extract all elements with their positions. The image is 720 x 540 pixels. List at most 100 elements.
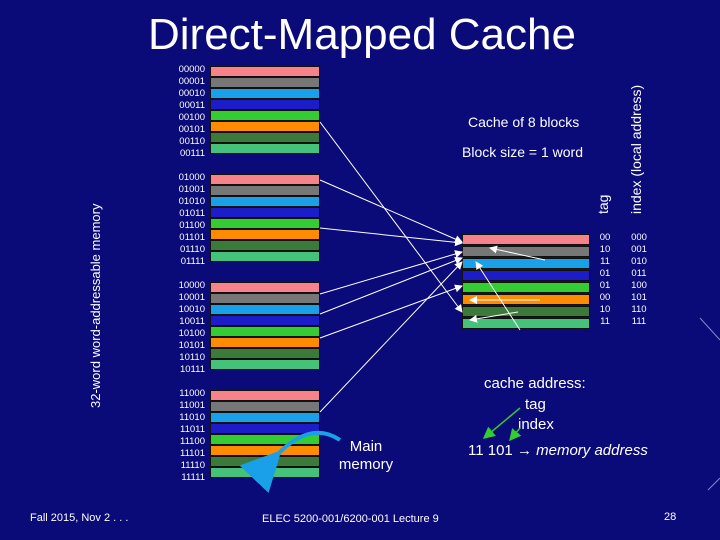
cache-tag: 11 (600, 316, 610, 327)
memory-address: 11001 (179, 400, 205, 411)
cache-index: 001 (631, 244, 647, 255)
memory-address: 10111 (179, 364, 205, 375)
mapping-arrow (319, 121, 463, 313)
memory-address: 11110 (180, 460, 205, 471)
memory-block (210, 434, 320, 445)
memory-address: 01100 (179, 220, 205, 231)
mapping-arrow (475, 261, 521, 331)
memory-block (210, 110, 320, 121)
mapping-arrow (489, 245, 546, 261)
memory-address: 00110 (179, 136, 205, 147)
memory-group-2-blocks (210, 282, 320, 370)
memory-block (210, 196, 320, 207)
mapping-arrow (319, 284, 463, 339)
memory-block (210, 423, 320, 434)
memory-block (210, 293, 320, 304)
cache-name: Cache of 8 blocks (468, 114, 580, 130)
index-pointer (509, 427, 522, 442)
memory-block (210, 77, 320, 88)
memory-group-0-addresses: 00000 00001 00010 00011 00100 00101 0011… (145, 64, 205, 160)
memory-block (210, 412, 320, 423)
memory-block (210, 240, 320, 251)
memory-address: 11011 (179, 424, 205, 435)
tag-pointer (482, 407, 521, 439)
memory-block (210, 315, 320, 326)
cache-index: 011 (631, 268, 647, 279)
cache-index: 111 (631, 316, 647, 327)
memory-group-2-addresses: 10000 10001 10010 10011 10100 10101 1011… (145, 280, 205, 376)
cache-tag-column: 00 10 11 01 01 00 10 11 (590, 232, 620, 328)
memory-block (210, 251, 320, 262)
memory-block (210, 337, 320, 348)
edge-decoration (699, 317, 720, 341)
memory-block (210, 99, 320, 110)
memory-address: 10000 (178, 280, 205, 291)
cache-address-index-label: index (518, 416, 554, 433)
memory-address: 01101 (179, 232, 205, 243)
memory-address: 10110 (179, 352, 205, 363)
cache-tag: 00 (599, 292, 611, 303)
cache-tag: 01 (599, 268, 611, 279)
mapping-arrow (469, 311, 519, 323)
cache-tag: 10 (599, 304, 611, 315)
memory-block (210, 88, 320, 99)
cache-index-column: 000 001 010 011 100 101 110 111 (624, 232, 654, 328)
memory-group-0-blocks (210, 66, 320, 154)
memory-block (210, 174, 320, 185)
mapping-arrow (319, 261, 463, 413)
memory-address: 00011 (179, 100, 205, 111)
memory-address: 01010 (178, 196, 205, 207)
memory-address: 00000 (178, 64, 205, 75)
memory-address: 01011 (179, 208, 205, 219)
memory-block (210, 304, 320, 315)
example-arrow: → (516, 442, 532, 459)
memory-address: 10100 (178, 328, 205, 339)
memory-block (210, 218, 320, 229)
memory-block (210, 282, 320, 293)
cache-index: 110 (631, 304, 647, 315)
cache-block (462, 270, 590, 281)
cache-tag: 00 (599, 232, 611, 243)
memory-address: 10001 (178, 292, 205, 303)
memory-block (210, 185, 320, 196)
memory-address: 00001 (178, 76, 205, 87)
memory-block (210, 359, 320, 370)
memory-block (210, 390, 320, 401)
cache-tag: 10 (599, 244, 611, 255)
example-index: 101 (487, 442, 513, 459)
memory-address: 11010 (179, 412, 205, 423)
memory-block (210, 143, 320, 154)
memory-address: 00111 (179, 148, 205, 159)
footer-date: Fall 2015, Nov 2 . . . (30, 512, 129, 524)
memory-block (210, 66, 320, 77)
example-suffix: memory address (536, 442, 648, 459)
page-number: 28 (664, 511, 677, 523)
memory-block (210, 121, 320, 132)
memory-group-1-addresses: 01000 01001 01010 01011 01100 01101 0111… (145, 172, 205, 268)
example-tag: 11 (468, 442, 484, 459)
memory-address: 00100 (178, 112, 205, 123)
memory-address: 00101 (178, 124, 205, 135)
memory-address: 10101 (178, 340, 205, 351)
memory-block (210, 348, 320, 359)
memory-block (210, 229, 320, 240)
memory-address: 10011 (179, 316, 205, 327)
memory-group-1-blocks (210, 174, 320, 262)
memory-address: 01000 (178, 172, 205, 183)
memory-block (210, 401, 320, 412)
cache-index: 100 (631, 280, 647, 291)
cache-tag: 01 (599, 280, 611, 291)
memory-address: 11111 (181, 472, 205, 483)
memory-address: 01111 (180, 256, 205, 267)
memory-address: 01110 (179, 244, 205, 255)
memory-group-3-addresses: 11000 11001 11010 11011 11100 11101 1111… (145, 388, 205, 484)
cache-index: 101 (631, 292, 647, 303)
cache-address-tag-label: tag (525, 396, 546, 413)
cache-tag: 11 (600, 256, 610, 267)
memory-address: 10010 (178, 304, 205, 315)
cache-index: 000 (631, 232, 647, 243)
memory-block (210, 207, 320, 218)
memory-address: 11101 (179, 448, 205, 459)
cache-index: 010 (631, 256, 647, 267)
